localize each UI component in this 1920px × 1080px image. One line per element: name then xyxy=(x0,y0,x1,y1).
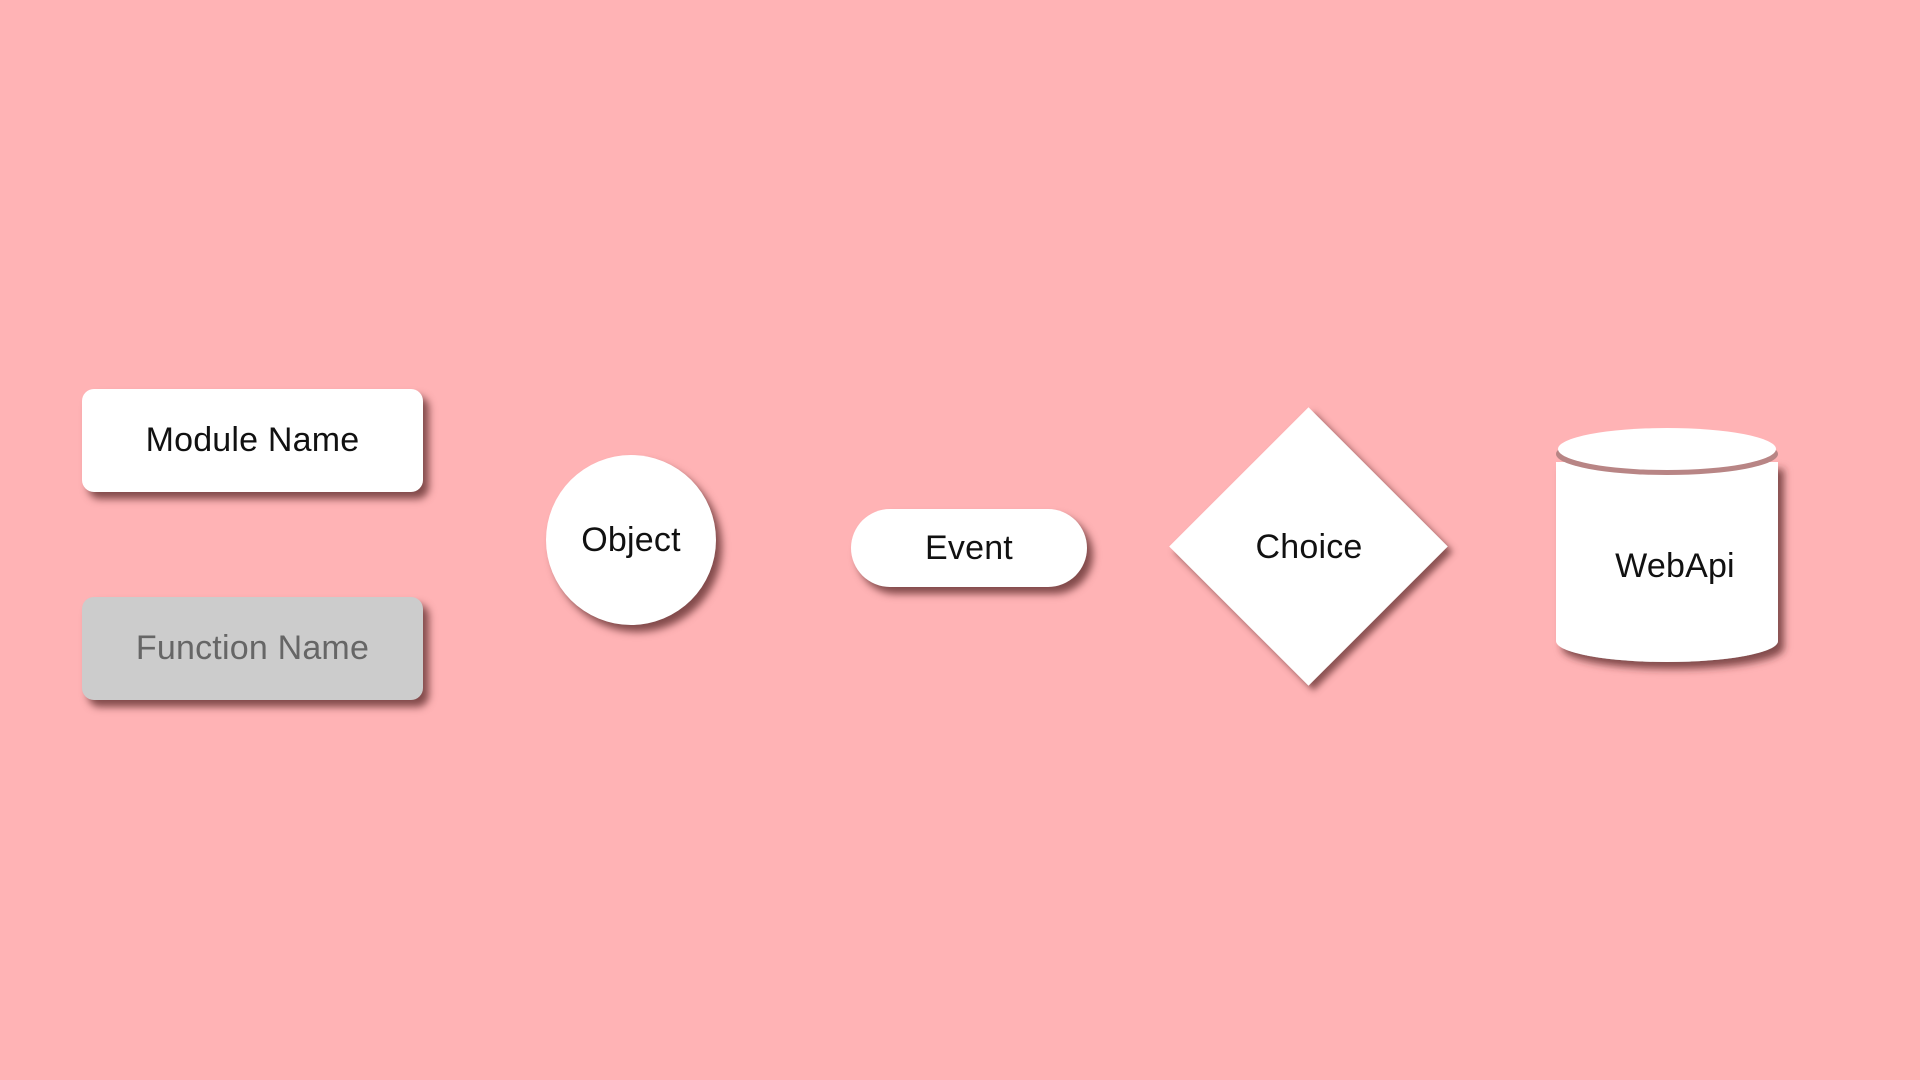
module-name-label: Module Name xyxy=(145,421,360,459)
function-name-box[interactable]: Function Name xyxy=(82,597,423,700)
cylinder-shape xyxy=(1556,428,1778,662)
function-name-label: Function Name xyxy=(135,629,370,667)
object-label: Object xyxy=(581,520,681,559)
choice-label: Choice xyxy=(1255,527,1363,566)
choice-label-wrap: Choice xyxy=(1170,408,1448,686)
event-pill[interactable]: Event xyxy=(851,509,1087,587)
webapi-label: WebApi xyxy=(1615,546,1735,585)
cylinder-body xyxy=(1556,462,1778,662)
choice-diamond[interactable]: Choice xyxy=(1169,407,1448,686)
object-circle[interactable]: Object xyxy=(546,455,716,625)
event-label: Event xyxy=(925,528,1013,567)
module-name-box[interactable]: Module Name xyxy=(82,389,423,492)
cylinder-top-cap xyxy=(1558,428,1776,470)
webapi-cylinder[interactable]: WebApi xyxy=(1550,420,1800,680)
webapi-label-wrap: WebApi xyxy=(1550,420,1800,712)
